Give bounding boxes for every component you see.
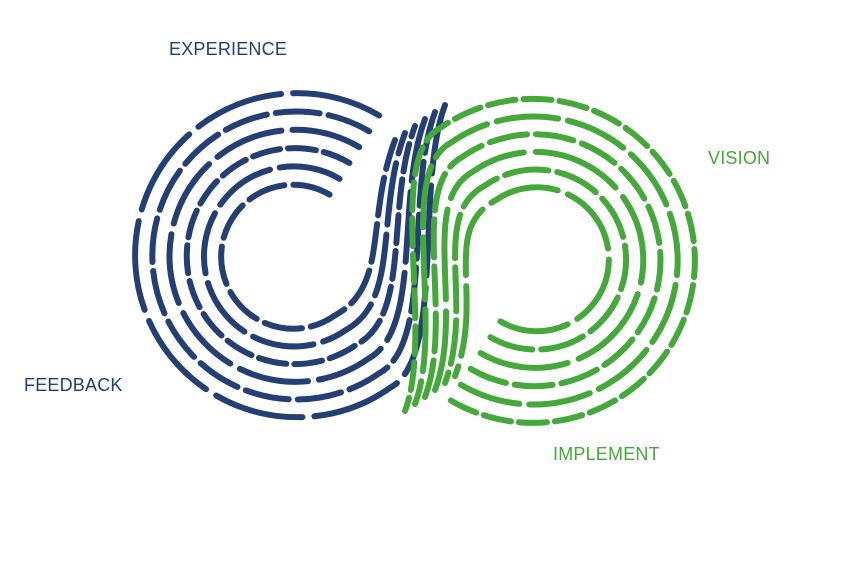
- experience-label: EXPERIENCE: [169, 39, 288, 59]
- blue-loop-stroke: [200, 130, 408, 350]
- green-loop-stroke: [412, 113, 681, 408]
- green-loop-stroke: [432, 148, 647, 393]
- blue-loop-stroke: [166, 116, 428, 385]
- green-right-loop: [402, 95, 698, 426]
- feedback-label: FEEDBACK: [24, 375, 123, 395]
- green-loop-stroke: [422, 131, 664, 400]
- implement-label: IMPLEMENT: [553, 444, 660, 464]
- blue-loop-stroke: [132, 90, 448, 421]
- vision-label: VISION: [708, 148, 771, 168]
- blue-left-loop: [132, 90, 448, 421]
- blue-loop-stroke: [149, 108, 438, 403]
- green-loop-stroke: [402, 95, 698, 426]
- green-loop-stroke: [442, 166, 630, 386]
- blue-loop-stroke: [183, 123, 418, 368]
- green-loop-stroke: [452, 184, 612, 379]
- blue-loop-stroke: [218, 137, 398, 332]
